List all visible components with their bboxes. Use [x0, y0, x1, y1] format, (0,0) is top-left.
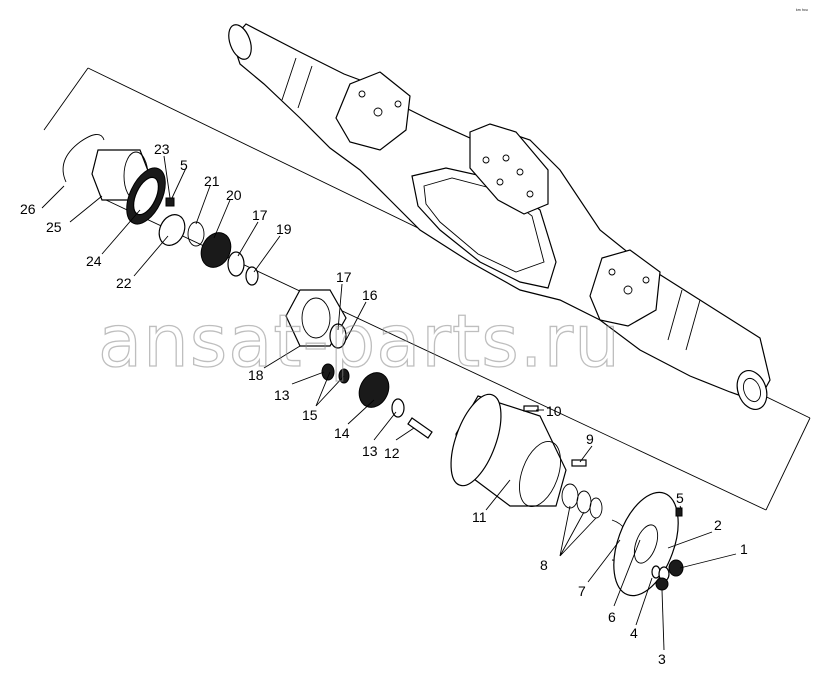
part-20-bearing — [200, 232, 232, 268]
callout-21: 21 — [204, 173, 220, 189]
right-exploded-parts — [450, 393, 684, 597]
callout-15: 15 — [302, 407, 318, 423]
callout-18: 18 — [248, 367, 264, 383]
callout-19: 19 — [276, 221, 292, 237]
part-14-planet-gear — [358, 372, 390, 408]
callout-23: 23 — [154, 141, 170, 157]
callout-17-lower: 17 — [336, 269, 352, 285]
callout-12: 12 — [384, 445, 400, 461]
callout-2: 2 — [714, 517, 722, 533]
callout-14: 14 — [334, 425, 350, 441]
part-12-pin — [407, 417, 433, 439]
callout-24: 24 — [86, 253, 102, 269]
part-8-seal — [561, 483, 579, 509]
corner-mark: ᵏᵐ ʰᵒᵘ — [796, 8, 808, 14]
part-23-bolt — [165, 197, 175, 207]
callout-5-left: 5 — [180, 157, 188, 173]
callout-16: 16 — [362, 287, 378, 303]
callout-25: 25 — [46, 219, 62, 235]
callout-9: 9 — [586, 431, 594, 447]
callout-11: 11 — [472, 509, 487, 525]
callout-17-upper: 17 — [252, 207, 268, 223]
callout-numbers: 1 2 3 4 5 5 6 7 8 9 10 11 12 13 13 14 15… — [20, 141, 748, 667]
part-3-plug — [655, 577, 669, 591]
callout-7: 7 — [578, 583, 586, 599]
callout-5-right: 5 — [676, 490, 684, 506]
callout-13-left: 13 — [274, 387, 290, 403]
callout-3: 3 — [658, 651, 666, 667]
part-19-washer — [245, 266, 259, 286]
callout-8: 8 — [540, 557, 548, 573]
part-1-nut — [668, 559, 684, 577]
callout-10: 10 — [546, 403, 562, 419]
callout-20: 20 — [226, 187, 242, 203]
part-17-washer — [227, 251, 245, 277]
left-exploded-parts — [62, 134, 433, 439]
part-26-snap-ring — [62, 134, 105, 183]
callout-1: 1 — [740, 541, 748, 557]
callout-13-right: 13 — [362, 443, 378, 459]
callout-4: 4 — [630, 625, 638, 641]
part-22-nut — [158, 214, 186, 246]
callout-6: 6 — [608, 609, 616, 625]
axle-housing — [228, 23, 771, 410]
watermark-text: ansat-parts.ru — [98, 299, 621, 383]
callout-26: 26 — [20, 201, 36, 217]
callout-leaders — [41, 155, 737, 651]
callout-22: 22 — [116, 275, 132, 291]
part-21-ring — [187, 221, 205, 247]
